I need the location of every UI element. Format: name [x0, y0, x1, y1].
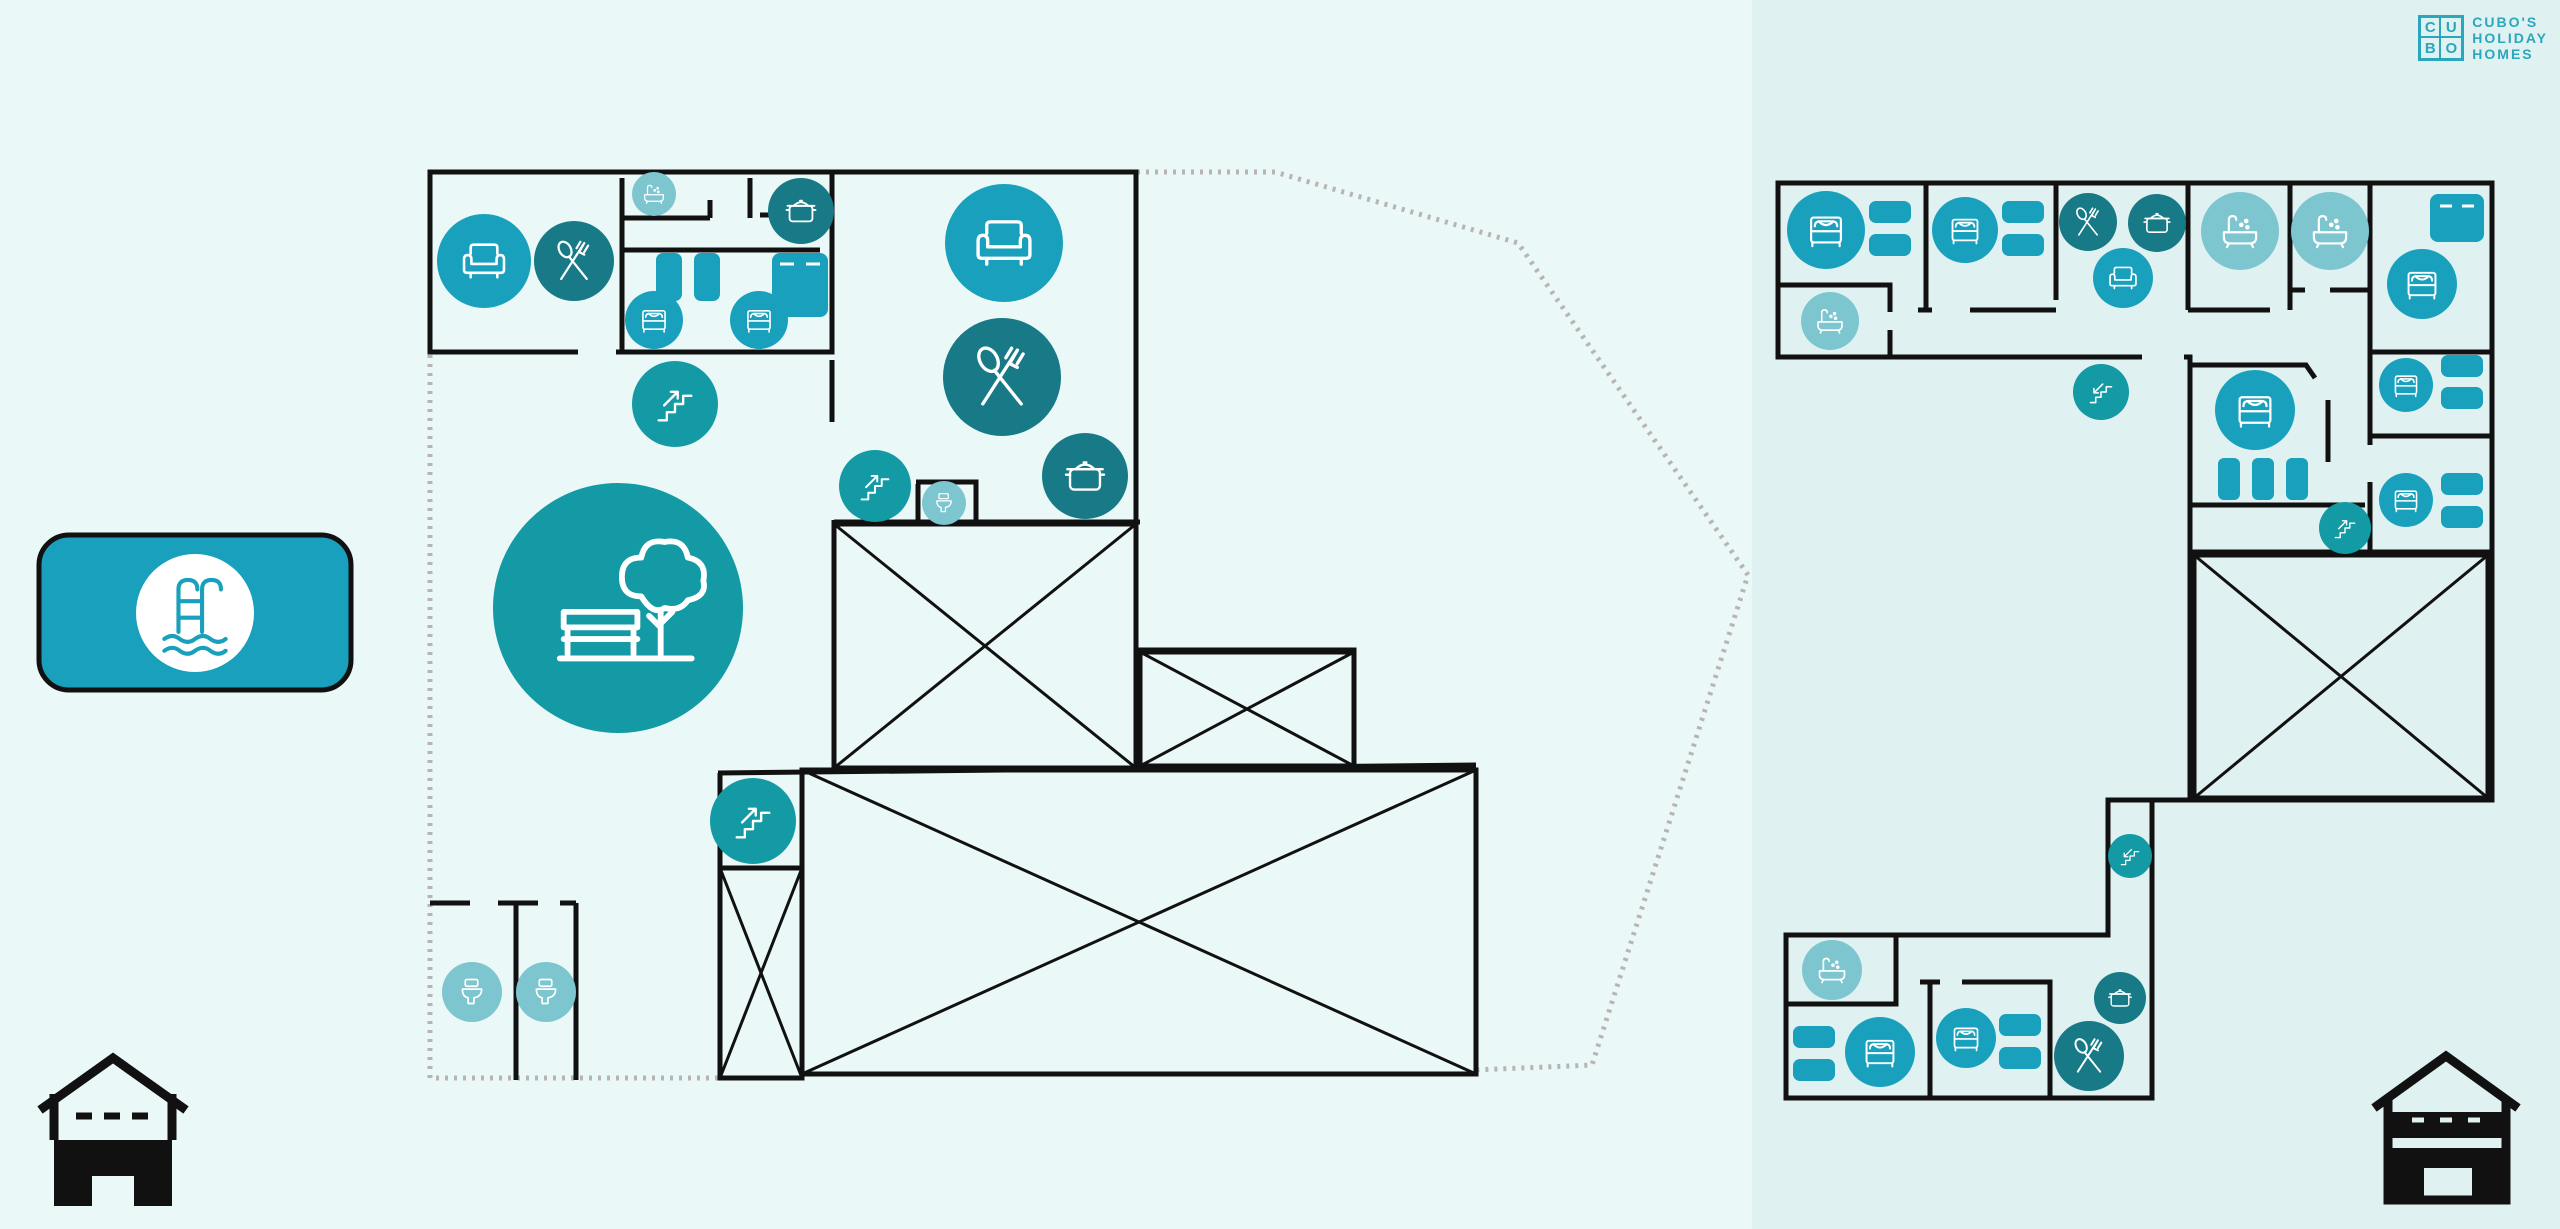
bathtub-icon[interactable] [2201, 192, 2279, 270]
pool-button[interactable] [36, 532, 354, 693]
bed-icon[interactable] [1932, 197, 1998, 263]
bed-icon[interactable] [2215, 370, 2295, 450]
ground-voids [718, 522, 1477, 1079]
ground-floor-plan [427, 169, 1751, 1081]
bed-icon[interactable] [1787, 191, 1865, 269]
armchair-icon[interactable] [2093, 248, 2153, 308]
bed-icon[interactable] [730, 291, 788, 349]
bed-icon[interactable] [2387, 249, 2457, 319]
logo-letter: U [2441, 18, 2462, 38]
single-bed-icon[interactable] [656, 253, 828, 317]
cooking-pot-icon[interactable] [2094, 972, 2146, 1024]
bed-icon[interactable] [1936, 1008, 1996, 1068]
single-bed-icon[interactable] [2430, 194, 2484, 242]
logo-letter: O [2445, 39, 2458, 57]
logo-letter: C [2421, 18, 2442, 38]
stairs-down-icon[interactable] [2108, 834, 2152, 878]
bathtub-icon[interactable] [1802, 940, 1862, 1000]
plot-boundary [427, 169, 1751, 1081]
cooking-pot-icon[interactable] [2128, 194, 2186, 252]
bathtub-icon[interactable] [1801, 292, 1859, 350]
logo-mark: C U B O [2418, 15, 2465, 61]
brand-logo[interactable]: C U B O CUBO'S HOLIDAY HOMES [2418, 14, 2548, 62]
bathtub-icon[interactable] [632, 172, 676, 216]
house-ground-floor-icon[interactable] [37, 1052, 189, 1206]
stairs-up-icon[interactable] [839, 450, 911, 522]
dining-area-icon[interactable] [943, 318, 1061, 436]
first-floor-plan [1775, 180, 2495, 1101]
living-room-icon-group[interactable] [437, 214, 531, 308]
single-bed-icon[interactable] [2441, 355, 2483, 409]
logo-wordmark: CUBO'S HOLIDAY HOMES [2472, 14, 2548, 62]
ground-walls [427, 169, 1479, 1081]
stairs-down-icon[interactable] [2073, 364, 2129, 420]
stairs-up-icon[interactable] [2319, 502, 2371, 554]
single-bed-icon[interactable] [1869, 201, 2044, 256]
dining-area-icon[interactable] [2059, 193, 2117, 251]
lounge-armchair-icon[interactable] [945, 184, 1063, 302]
cooking-pot-icon[interactable] [1042, 433, 1128, 519]
house-first-floor-icon[interactable] [2371, 1050, 2521, 1205]
logo-line: HOLIDAY [2472, 30, 2548, 46]
stairs-up-icon[interactable] [710, 778, 796, 864]
single-bed-icon[interactable] [2218, 458, 2308, 500]
logo-line: CUBO'S [2472, 14, 2539, 30]
pool-icon-bg [136, 554, 254, 672]
bathtub-icon[interactable] [2291, 192, 2369, 270]
dining-area-icon[interactable] [534, 221, 614, 301]
stairs-up-icon[interactable] [632, 361, 718, 447]
toilet-icon[interactable] [922, 481, 966, 525]
single-bed-icon[interactable] [1999, 1014, 2041, 1069]
bed-icon[interactable] [1845, 1017, 1915, 1087]
cooking-pot-icon[interactable] [768, 178, 834, 244]
single-bed-icon[interactable] [1793, 1026, 1835, 1081]
toilet-icon[interactable] [516, 962, 576, 1022]
first-floor-void [2193, 553, 2489, 800]
toilet-icon[interactable] [442, 962, 502, 1022]
bed-icon[interactable] [2379, 473, 2433, 527]
logo-letter: B [2421, 38, 2442, 58]
garden-tree-icon[interactable] [493, 483, 743, 733]
single-bed-icon[interactable] [2441, 473, 2483, 528]
bed-icon[interactable] [2379, 358, 2433, 412]
dining-area-icon[interactable] [2054, 1021, 2124, 1091]
bed-icon[interactable] [625, 291, 683, 349]
logo-line: HOMES [2472, 46, 2534, 62]
